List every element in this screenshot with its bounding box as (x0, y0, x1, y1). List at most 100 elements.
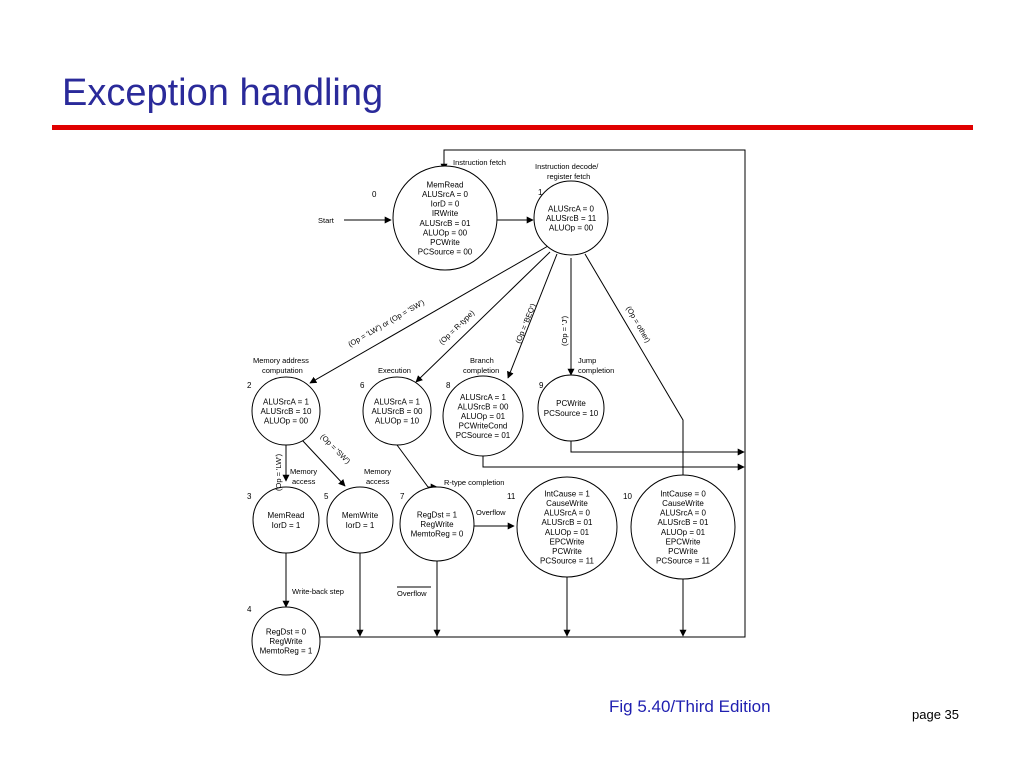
page-number: page 35 (912, 707, 959, 722)
state-11-action: PCSource = 11 (540, 557, 594, 566)
state-10-action: EPCWrite (666, 537, 702, 546)
jump-label-2: completion (578, 366, 614, 375)
state-0-action: ALUSrcA = 0 (422, 190, 469, 199)
state-7-action: RegWrite (420, 520, 454, 529)
state-0-action: PCSource = 00 (418, 248, 473, 257)
overflow-label: Overflow (476, 508, 506, 517)
state-0-action: PCWrite (430, 238, 460, 247)
state-5-number: 5 (324, 492, 329, 501)
state-9-action: PCSource = 10 (544, 409, 599, 418)
figure-caption: Fig 5.40/Third Edition (609, 697, 771, 716)
state-1-action: ALUOp = 00 (549, 224, 594, 233)
state-8-circle (442, 375, 524, 457)
state-7-circle (399, 486, 475, 562)
state-3-action: IorD = 1 (272, 521, 301, 530)
jump-label-1: Jump (578, 356, 596, 365)
instruction-fetch-label: Instruction fetch (453, 158, 506, 167)
state-8-action: ALUSrcB = 00 (458, 402, 509, 411)
state-9-circle (537, 374, 605, 442)
mem-access-label-a-1: Memory (290, 467, 317, 476)
state-4-circle (251, 606, 321, 676)
state-11-action: CauseWrite (546, 499, 588, 508)
mem-access-label-b-2: access (366, 477, 390, 486)
edge-s9-return (570, 440, 745, 456)
state-3-circle (252, 486, 320, 554)
title-divider (52, 125, 973, 130)
state-10-number: 10 (623, 492, 632, 501)
state-4-action: MemtoReg = 1 (260, 647, 313, 656)
state-11-action: ALUSrcB = 01 (542, 518, 593, 527)
state-6-circle (362, 376, 432, 446)
state-11-action: EPCWrite (550, 537, 586, 546)
edge-s1-s10 (584, 253, 687, 483)
state-3-number: 3 (247, 492, 252, 501)
state-0-action: ALUOp = 00 (423, 228, 468, 237)
cond-rtype-label: (Op = R-type) (437, 308, 476, 347)
slide-title: Exception handling (62, 72, 384, 114)
rtype-completion-label: R-type completion (444, 478, 504, 487)
state-10-action: ALUSrcA = 0 (660, 509, 707, 518)
state-10-action: CauseWrite (662, 499, 704, 508)
state-0-action: IorD = 0 (431, 200, 460, 209)
state-0-number: 0 (372, 190, 377, 199)
state-2-action: ALUSrcA = 1 (263, 397, 310, 406)
state-0-action: ALUSrcB = 01 (420, 219, 471, 228)
cond-j-label: (Op = 'J') (560, 315, 569, 346)
state-2-circle (251, 376, 321, 446)
state-11-circle (516, 476, 618, 578)
state-8-action: PCSource = 01 (456, 431, 511, 440)
branch-label-2: completion (463, 366, 499, 375)
state-7-action: MemtoReg = 0 (411, 530, 464, 539)
return-loop-line (252, 149, 746, 638)
state-10-circle (630, 474, 736, 580)
cond-other-label: (Op = other) (624, 305, 652, 345)
cond-sw-label: (Op = 'SW') (319, 432, 353, 466)
state-9-number: 9 (539, 381, 544, 390)
write-back-label: Write-back step (292, 587, 344, 596)
state-11-action: ALUSrcA = 0 (544, 509, 591, 518)
state-0-action: MemRead (427, 180, 464, 189)
state-11-action: PCWrite (552, 547, 582, 556)
state-6-action: ALUSrcB = 00 (372, 407, 423, 416)
mem-access-label-a-2: access (292, 477, 316, 486)
state-circles (251, 165, 736, 676)
mem-addr-label-1: Memory address (253, 356, 309, 365)
state-6-action: ALUOp = 10 (375, 417, 420, 426)
edge-s1-s2 (309, 245, 549, 384)
edge-s8-return (482, 456, 745, 471)
state-8-action: ALUOp = 01 (461, 412, 506, 421)
decode-label-1: Instruction decode/ (535, 162, 599, 171)
state-5-action: IorD = 1 (346, 521, 375, 530)
edge-s1-s6 (415, 251, 551, 383)
state-10-action: PCSource = 11 (656, 557, 710, 566)
state-2-action: ALUSrcB = 10 (261, 407, 312, 416)
state-4-action: RegDst = 0 (266, 627, 307, 636)
state-3-action: MemRead (268, 511, 305, 520)
mem-access-label-b-1: Memory (364, 467, 391, 476)
state-8-action: PCWriteCond (459, 422, 508, 431)
state-7-action: RegDst = 1 (417, 510, 458, 519)
cond-beq-label: (Op = 'BEQ') (514, 302, 538, 345)
state-4-action: RegWrite (269, 637, 303, 646)
state-11-action: ALUOp = 01 (545, 528, 590, 537)
state-4-number: 4 (247, 605, 252, 614)
state-11-number: 11 (507, 492, 516, 501)
state-2-action: ALUOp = 00 (264, 417, 309, 426)
start-label: Start (318, 216, 335, 225)
edge-s2-s5 (301, 439, 346, 487)
state-5-action: MemWrite (342, 511, 379, 520)
state-1-number: 1 (538, 188, 543, 197)
state-6-number: 6 (360, 381, 365, 390)
edge-s6-s7 (396, 444, 438, 491)
state-10-action: ALUSrcB = 01 (658, 518, 709, 527)
state-1-circle (533, 180, 609, 256)
state-9-action: PCWrite (556, 399, 586, 408)
diagram-edges (252, 149, 746, 638)
state-0-action: IRWrite (432, 209, 459, 218)
state-1-action: ALUSrcA = 0 (548, 204, 595, 213)
branch-label-1: Branch (470, 356, 494, 365)
execution-label: Execution (378, 366, 411, 375)
decode-label-2: register fetch (547, 172, 590, 181)
